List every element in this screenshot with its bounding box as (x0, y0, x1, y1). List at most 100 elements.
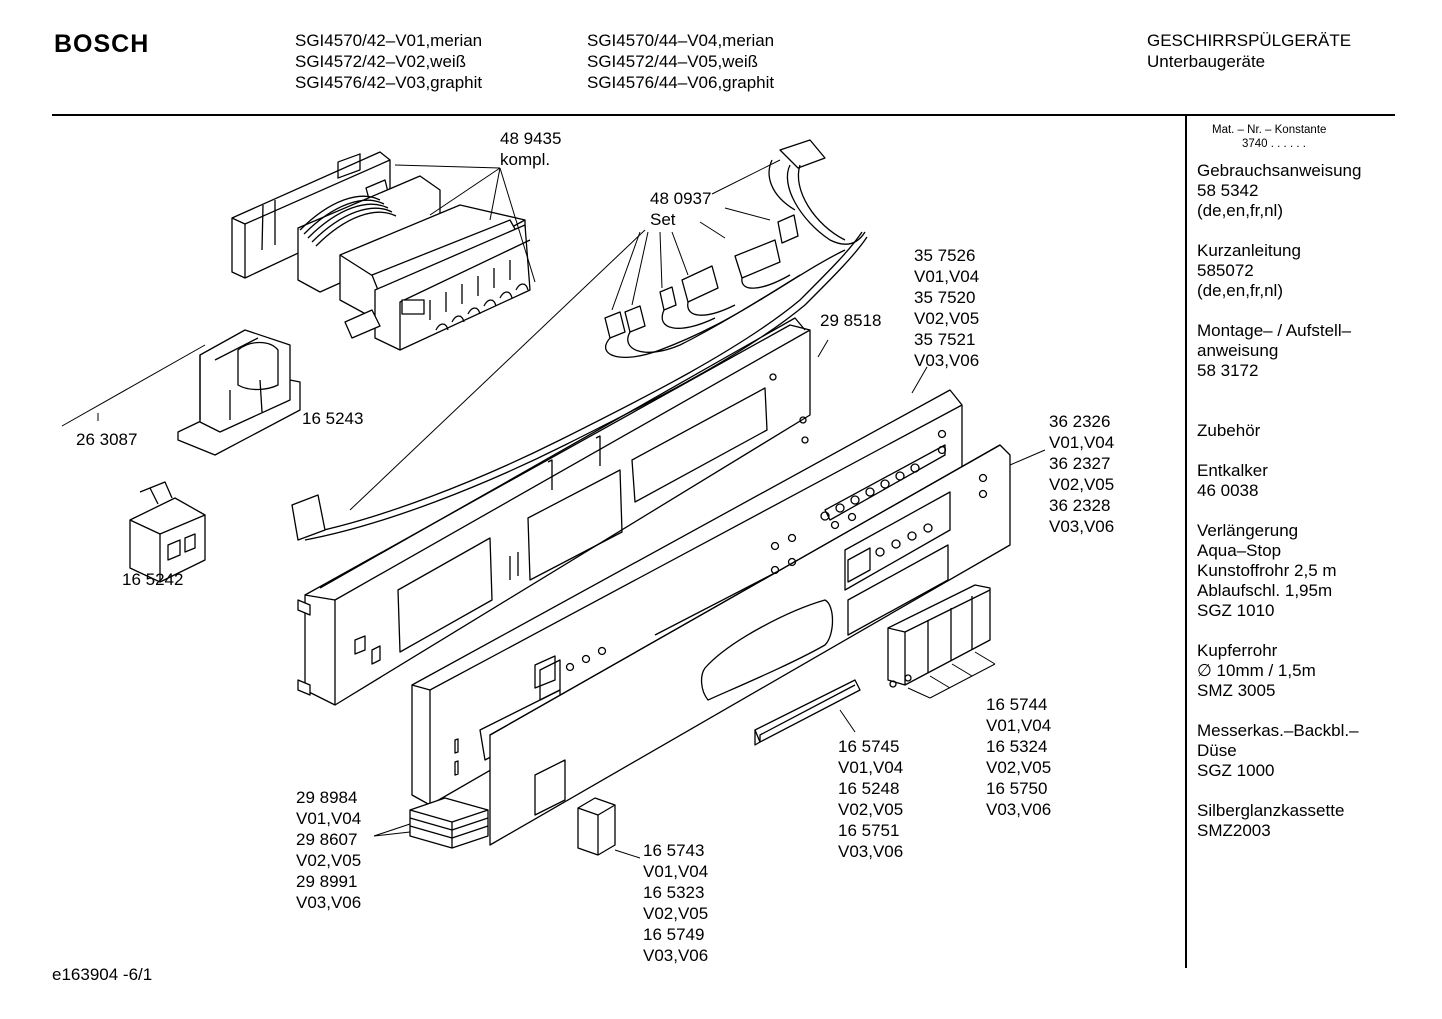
sidebar-line: Zubehör (1197, 421, 1261, 440)
model-entry: SGI4576/44–V06,graphit (587, 73, 775, 92)
part-number: 16 5744 (986, 695, 1048, 714)
part-number: 29 8607 (296, 830, 358, 849)
brand-logo: BOSCH (54, 30, 150, 58)
part-variant: V02,V05 (1049, 475, 1115, 494)
part-label-362326: 36 2326 V01,V04 36 2327 V02,V05 36 2328 … (1049, 411, 1114, 537)
part-label-480937: 48 0937 Set (650, 188, 711, 230)
part-note: kompl. (500, 150, 551, 169)
sidebar-line: Aqua–Stop (1197, 541, 1282, 560)
leader-lines-165744 (907, 651, 996, 699)
part-label-489435: 48 9435 kompl. (500, 128, 561, 170)
part-variant: V02,V05 (296, 851, 362, 870)
leader-line-298518 (817, 339, 829, 358)
sidebar-line: 58 3172 (1197, 361, 1259, 380)
part-number: 16 5243 (302, 409, 364, 428)
constant-value: 3740 . . . . . . (1242, 138, 1306, 150)
switch-drawing (129, 481, 206, 583)
sidebar-line: (de,en,fr,nl) (1197, 281, 1283, 300)
electronic-module-drawing (231, 151, 531, 351)
sidebar-line: anweisung (1197, 341, 1279, 360)
part-variant: V02,V05 (986, 758, 1052, 777)
accessory-silver-cassette: Silberglanzkassette SMZ2003 (1197, 801, 1361, 841)
wiring-harness-drawing (291, 139, 868, 541)
model-list-44: SGI4570/44–V04,merian SGI4572/44–V05,wei… (587, 30, 774, 93)
constant-label: Mat. – Nr. – Konstante (1212, 124, 1327, 136)
part-number: 36 2328 (1049, 496, 1111, 515)
part-number: 29 8518 (820, 311, 882, 330)
part-number: 36 2327 (1049, 454, 1111, 473)
sidebar-line: Messerkas.–Backbl.– (1197, 721, 1359, 740)
part-variant: V02,V05 (914, 309, 980, 328)
sidebar-line: Kurzanleitung (1197, 241, 1301, 260)
part-number: 16 5324 (986, 737, 1048, 756)
part-variant: V02,V05 (838, 800, 904, 819)
part-variant: V01,V04 (986, 716, 1052, 735)
part-variant: V03,V06 (986, 800, 1052, 819)
part-label-263087: 26 3087 (76, 429, 137, 450)
knob-drawing (577, 797, 616, 856)
part-number: 29 8984 (296, 788, 358, 807)
sidebar-line: 46 0038 (1197, 481, 1259, 500)
part-variant: V03,V06 (838, 842, 904, 861)
header-divider (52, 114, 1395, 116)
sidebar-line: Verlängerung (1197, 521, 1299, 540)
category-block: GESCHIRRSPÜLGERÄTE Unterbaugeräte (1147, 30, 1351, 72)
part-number: 36 2326 (1049, 412, 1111, 431)
part-label-165744: 16 5744 V01,V04 16 5324 V02,V05 16 5750 … (986, 694, 1051, 820)
part-number: 16 5751 (838, 821, 900, 840)
model-entry: SGI4572/42–V02,weiß (295, 52, 467, 71)
part-note: Set (650, 210, 676, 229)
part-label-165743: 16 5743 V01,V04 16 5323 V02,V05 16 5749 … (643, 840, 708, 966)
model-entry: SGI4570/44–V04,merian (587, 31, 775, 50)
part-number: 35 7521 (914, 330, 976, 349)
sidebar-line: (de,en,fr,nl) (1197, 201, 1283, 220)
sidebar-line: Kupferrohr (1197, 641, 1278, 660)
sidebar-line: SMZ2003 (1197, 821, 1271, 840)
accessory-extension: Verlängerung Aqua–Stop Kunstoffrohr 2,5 … (1197, 521, 1361, 621)
sidebar-line: Gebrauchsanweisung (1197, 161, 1362, 180)
sidebar-line: 58 5342 (1197, 181, 1259, 200)
model-entry: SGI4576/42–V03,graphit (295, 73, 483, 92)
part-number: 16 5323 (643, 883, 705, 902)
accessory-copper-pipe: Kupferrohr ∅ 10mm / 1,5m SMZ 3005 (1197, 641, 1361, 701)
accessory-nozzle: Messerkas.–Backbl.– Düse SGZ 1000 (1197, 721, 1361, 781)
part-label-165243: 16 5243 (302, 408, 363, 429)
part-number: 35 7526 (914, 246, 976, 265)
accessories-heading: Zubehör (1197, 421, 1361, 441)
part-variant: V01,V04 (1049, 433, 1115, 452)
material-constant: Mat. – Nr. – Konstante 3740 . . . . . . (1212, 123, 1326, 151)
leader-line-357526 (911, 366, 928, 394)
doc-user-manual: Gebrauchsanweisung 58 5342 (de,en,fr,nl) (1197, 161, 1361, 221)
part-number: 16 5248 (838, 779, 900, 798)
part-number: 29 8991 (296, 872, 358, 891)
doc-installation: Montage– / Aufstell– anweisung 58 3172 (1197, 321, 1361, 381)
part-number: 16 5743 (643, 841, 705, 860)
main-frame-drawing (297, 317, 811, 706)
part-variant: V02,V05 (643, 904, 709, 923)
sidebar-line: SMZ 3005 (1197, 681, 1276, 700)
part-number: 16 5750 (986, 779, 1048, 798)
accessory-descaler: Entkalker 46 0038 (1197, 461, 1361, 501)
part-variant: V01,V04 (914, 267, 980, 286)
leader-line-165745 (839, 709, 856, 733)
part-number: 16 5749 (643, 925, 705, 944)
part-label-165745: 16 5745 V01,V04 16 5248 V02,V05 16 5751 … (838, 736, 903, 862)
part-label-298518: 29 8518 (820, 310, 881, 331)
part-number: 48 9435 (500, 129, 562, 148)
leader-lines-298984 (373, 823, 411, 837)
model-entry: SGI4570/42–V01,merian (295, 31, 483, 50)
sidebar-line: Silberglanzkassette (1197, 801, 1345, 820)
category-subtitle: Unterbaugeräte (1147, 52, 1266, 71)
leader-lines-480937 (349, 159, 781, 511)
category-title: GESCHIRRSPÜLGERÄTE (1147, 31, 1352, 50)
sidebar-line: Düse (1197, 741, 1237, 760)
part-variant: V03,V06 (914, 351, 980, 370)
part-variant: V01,V04 (643, 862, 709, 881)
sidebar-line: SGZ 1010 (1197, 601, 1275, 620)
sidebar-line: 585072 (1197, 261, 1254, 280)
part-label-357526: 35 7526 V01,V04 35 7520 V02,V05 35 7521 … (914, 245, 979, 371)
leader-line-165743 (614, 849, 641, 859)
part-label-165242: 16 5242 (122, 569, 183, 590)
leader-lines-489435 (394, 164, 536, 283)
